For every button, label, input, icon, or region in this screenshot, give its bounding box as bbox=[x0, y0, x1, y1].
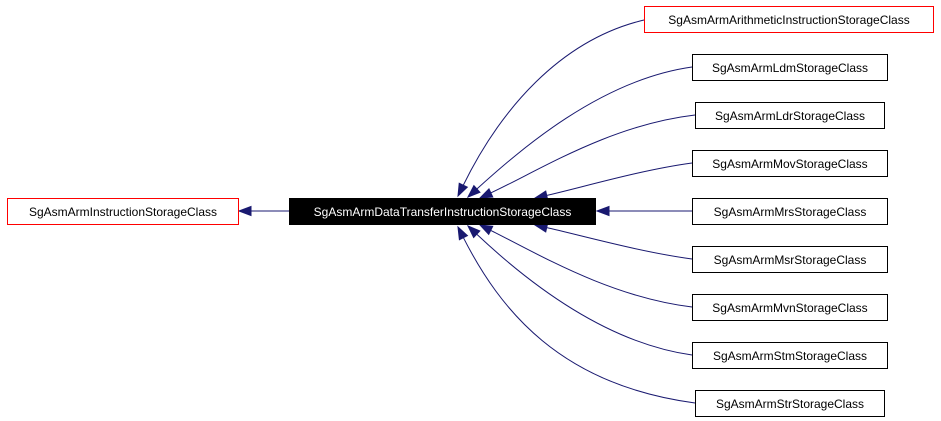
child-class-node-str[interactable]: SgAsmArmStrStorageClass bbox=[695, 390, 885, 417]
arrowhead-child-4 bbox=[595, 205, 610, 217]
base-class-label: SgAsmArmInstructionStorageClass bbox=[28, 204, 218, 219]
child-class-node-ldm[interactable]: SgAsmArmLdmStorageClass bbox=[692, 54, 888, 81]
child-class-label: SgAsmArmArithmeticInstructionStorageClas… bbox=[668, 12, 910, 27]
arrowhead-base bbox=[237, 205, 252, 217]
child-class-label: SgAsmArmMvnStorageClass bbox=[712, 300, 868, 315]
child-class-node-mov[interactable]: SgAsmArmMovStorageClass bbox=[692, 150, 888, 177]
child-class-label: SgAsmArmLdrStorageClass bbox=[714, 108, 866, 123]
edge-child-1-to-current bbox=[475, 66, 693, 190]
child-class-node-ldr[interactable]: SgAsmArmLdrStorageClass bbox=[695, 102, 885, 129]
arrowhead-child-2 bbox=[478, 187, 494, 199]
arrowhead-child-0 bbox=[457, 182, 469, 198]
arrowhead-child-1 bbox=[466, 184, 481, 198]
edge-child-0-to-current bbox=[462, 19, 645, 187]
edge-child-7-to-current bbox=[475, 233, 693, 356]
edge-child-2-to-current bbox=[489, 114, 696, 194]
child-class-node-mrs[interactable]: SgAsmArmMrsStorageClass bbox=[692, 198, 888, 225]
child-class-label: SgAsmArmStmStorageClass bbox=[712, 348, 868, 363]
child-class-label: SgAsmArmMovStorageClass bbox=[712, 156, 868, 171]
edge-child-5-to-current bbox=[545, 226, 693, 260]
edge-child-8-to-current bbox=[462, 236, 696, 404]
child-class-node-mvn[interactable]: SgAsmArmMvnStorageClass bbox=[692, 294, 888, 321]
arrowhead-child-8 bbox=[457, 225, 469, 241]
edge-child-3-to-current bbox=[545, 162, 693, 197]
current-class-node: SgAsmArmDataTransferInstructionStorageCl… bbox=[289, 198, 596, 225]
current-class-label: SgAsmArmDataTransferInstructionStorageCl… bbox=[313, 204, 572, 219]
child-class-node-stm[interactable]: SgAsmArmStmStorageClass bbox=[692, 342, 888, 369]
arrowhead-child-7 bbox=[466, 225, 481, 239]
child-class-node-arithmetic[interactable]: SgAsmArmArithmeticInstructionStorageClas… bbox=[644, 6, 934, 33]
arrowhead-child-6 bbox=[478, 224, 494, 236]
child-class-label: SgAsmArmMrsStorageClass bbox=[713, 204, 867, 219]
child-class-label: SgAsmArmStrStorageClass bbox=[715, 396, 865, 411]
base-class-node[interactable]: SgAsmArmInstructionStorageClass bbox=[7, 198, 239, 225]
child-class-node-msr[interactable]: SgAsmArmMsrStorageClass bbox=[692, 246, 888, 273]
child-class-label: SgAsmArmMsrStorageClass bbox=[713, 252, 867, 267]
child-class-label: SgAsmArmLdmStorageClass bbox=[711, 60, 869, 75]
edge-child-6-to-current bbox=[489, 229, 693, 308]
